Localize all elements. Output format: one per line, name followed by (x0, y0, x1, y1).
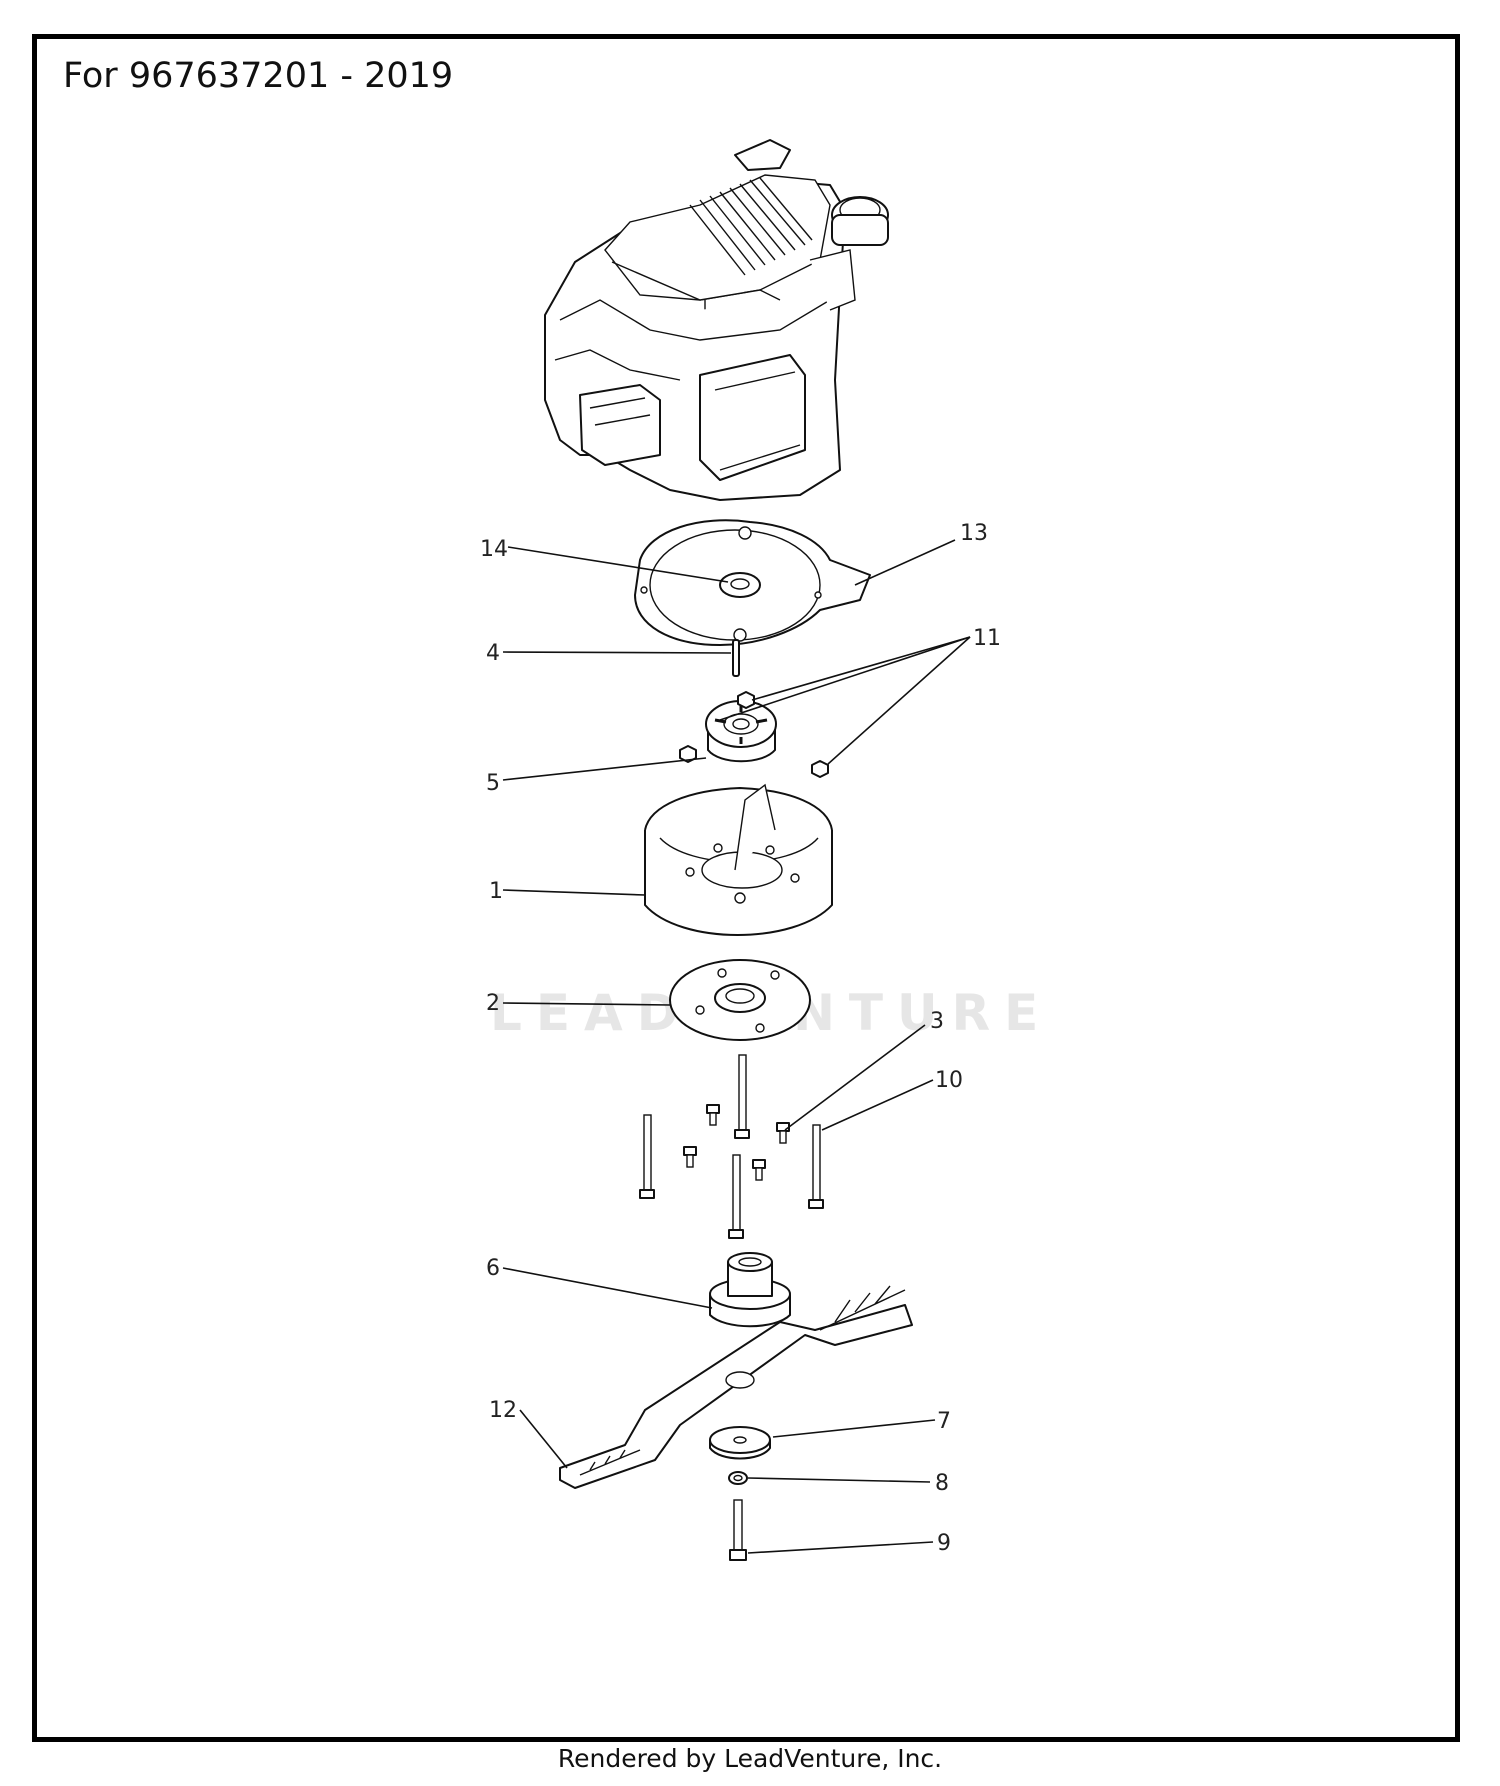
callout-labels: 14 13 4 11 5 1 2 3 10 6 12 7 8 9 (480, 521, 1001, 1556)
part-2-flange (669, 959, 811, 1041)
part-11-nuts (679, 691, 829, 778)
part-7-washer (709, 1426, 771, 1460)
callout-10: 10 (935, 1068, 963, 1093)
part-9-bolt (729, 1499, 747, 1561)
leader-lines (502, 539, 971, 1554)
callout-14: 14 (480, 537, 508, 562)
part-12-blade (559, 1285, 913, 1489)
part-13-gasket-plate (634, 519, 871, 646)
callout-12: 12 (489, 1398, 517, 1423)
page-title: For 967637201 - 2019 (63, 56, 454, 96)
part-4-pin (732, 639, 740, 677)
part-10-bolts (639, 1054, 824, 1239)
part-5-hub (705, 700, 777, 763)
callout-4: 4 (486, 641, 500, 666)
callout-13: 13 (960, 521, 988, 546)
engine-illustration (544, 139, 889, 501)
callout-5: 5 (486, 771, 500, 796)
diagram-frame (32, 34, 1460, 1742)
callout-7: 7 (937, 1409, 951, 1434)
footer-credit: Rendered by LeadVenture, Inc. (557, 1744, 943, 1773)
callout-3: 3 (930, 1009, 944, 1034)
part-3-screws (683, 1104, 790, 1181)
callout-2: 2 (486, 991, 500, 1016)
callout-6: 6 (486, 1256, 500, 1281)
callout-11: 11 (973, 626, 1001, 651)
part-6-adapter (709, 1252, 791, 1328)
part-1-housing (644, 783, 833, 936)
callout-9: 9 (937, 1531, 951, 1556)
callout-8: 8 (935, 1471, 949, 1496)
callout-1: 1 (489, 879, 503, 904)
